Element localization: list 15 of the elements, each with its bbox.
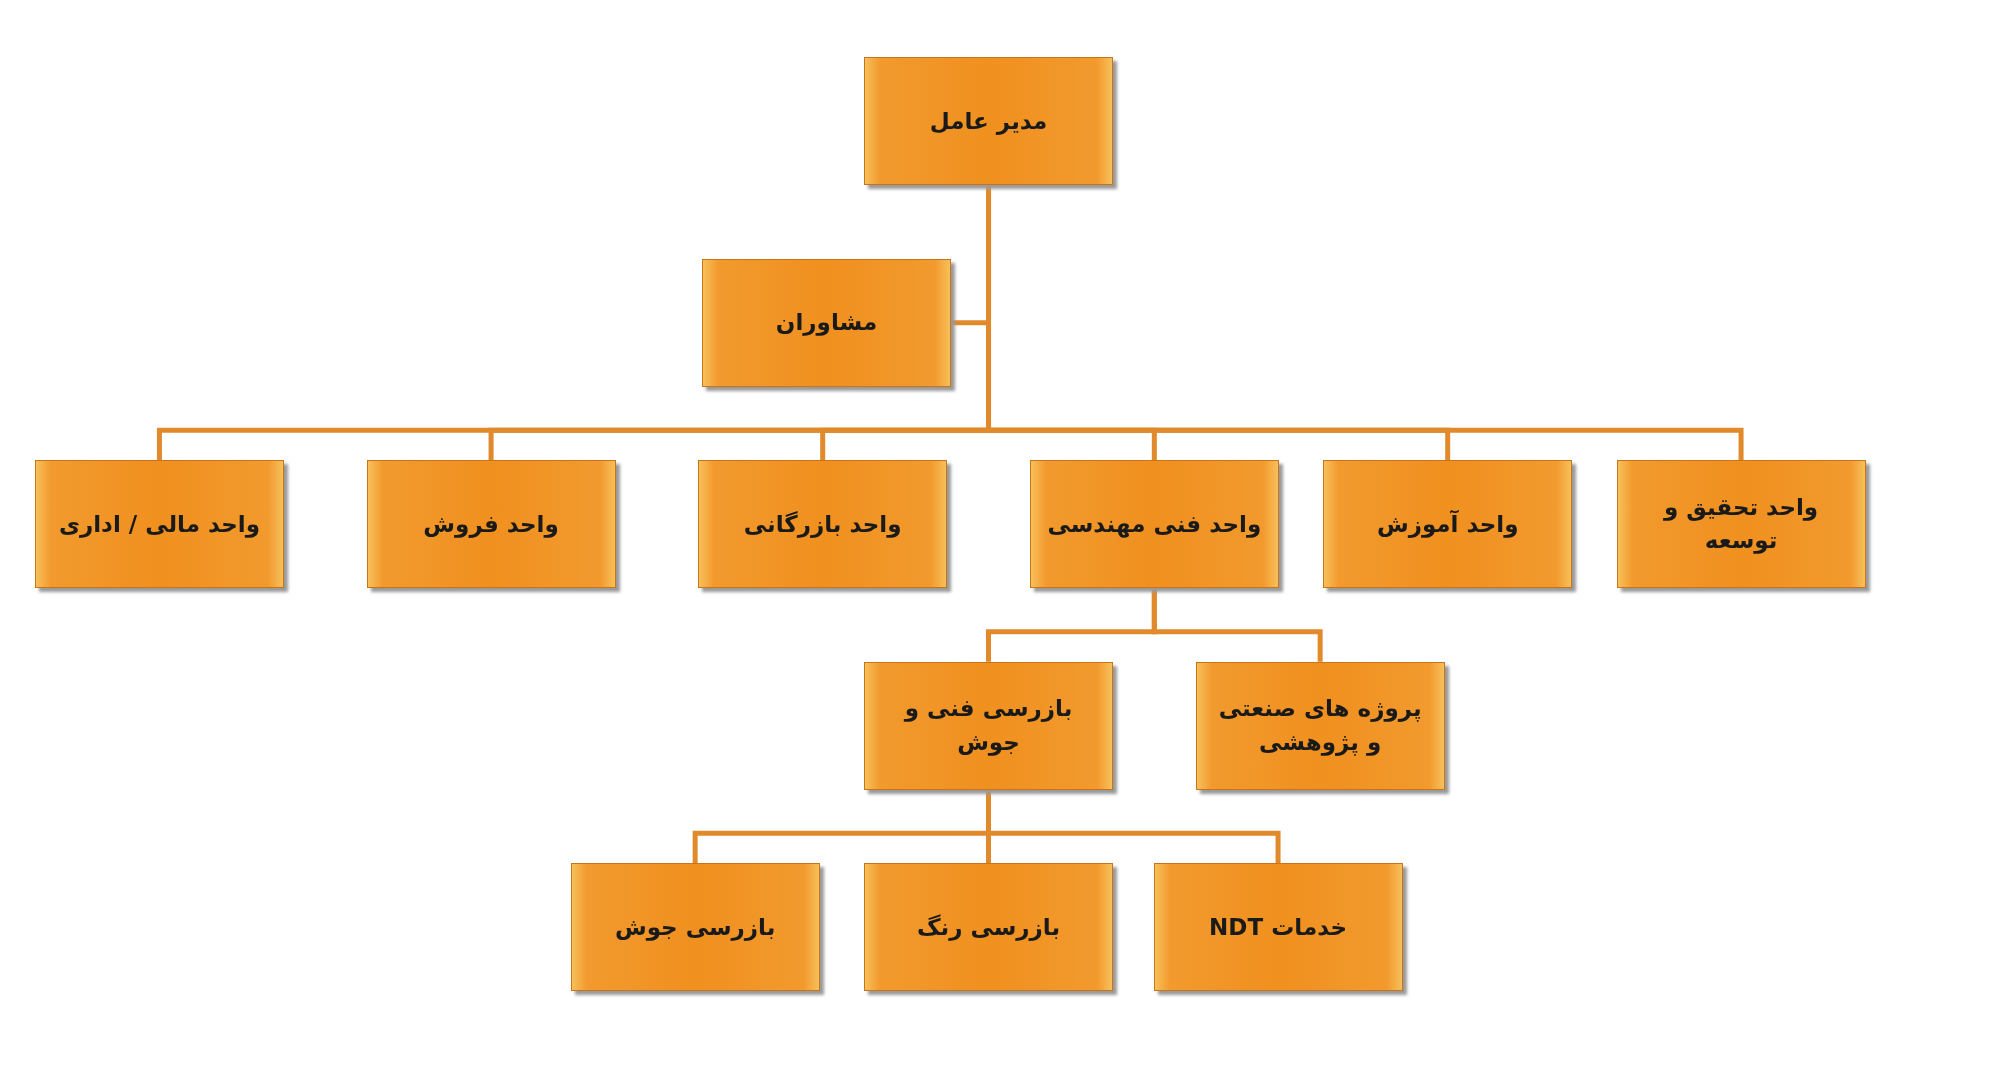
org-box: واحد مالی / اداری bbox=[34, 460, 284, 589]
org-box: مدیر عامل bbox=[864, 57, 1113, 186]
org-box: خدمات NDT bbox=[1153, 863, 1403, 992]
org-box: واحد فروش bbox=[366, 460, 616, 589]
org-box: مشاوران bbox=[702, 258, 951, 387]
connector-line bbox=[1151, 588, 1323, 662]
org-box: واحد آموزش bbox=[1323, 460, 1573, 589]
org-box: واحد بازرگانی bbox=[698, 460, 948, 589]
org-box: بازرسی رنگ bbox=[864, 863, 1113, 992]
connector-line bbox=[986, 789, 1281, 864]
org-box: واحد تحقیق و توسعه bbox=[1616, 460, 1866, 589]
org-box: بازرسی فنی و جوش bbox=[864, 661, 1113, 790]
org-box: پروژه های صنعتی و پژوهشی bbox=[1195, 661, 1445, 790]
org-box: بازرسی جوش bbox=[570, 863, 820, 992]
org-box: واحد فنی مهندسی bbox=[1029, 460, 1279, 589]
